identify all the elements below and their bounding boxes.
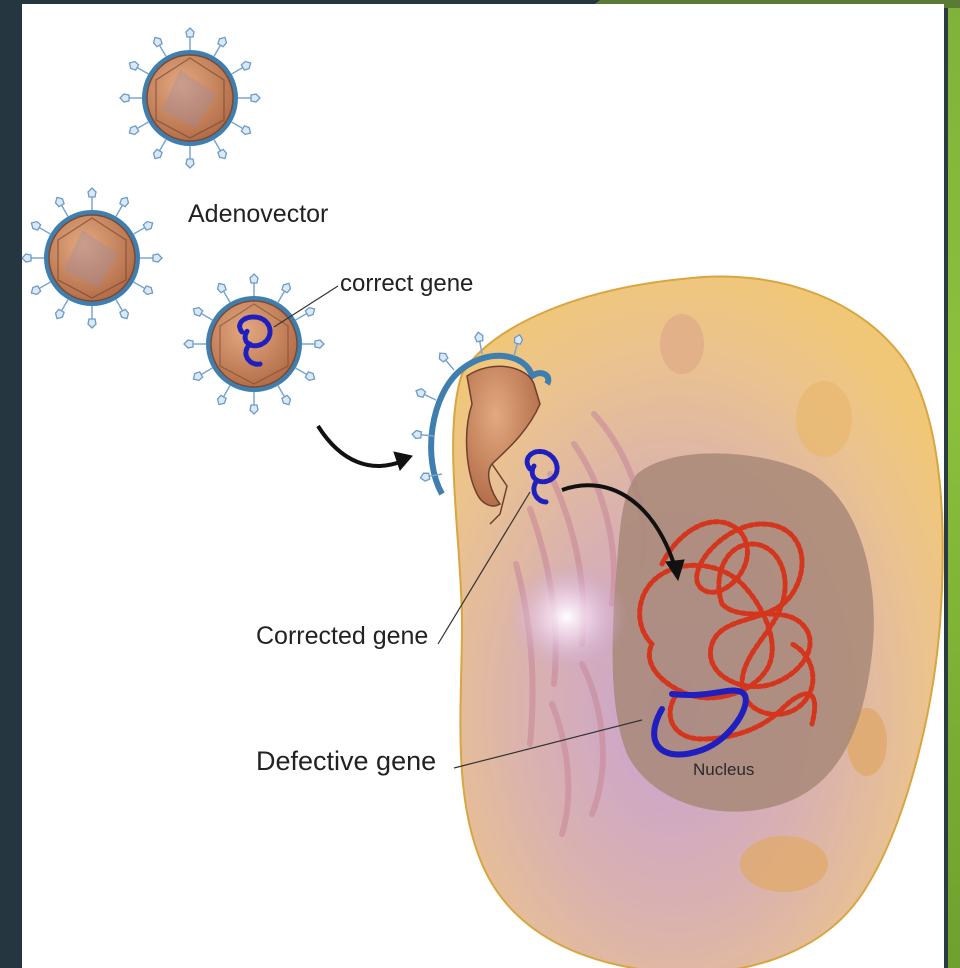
nucleus bbox=[613, 453, 874, 811]
adenovector-virus bbox=[22, 188, 162, 328]
diagram-canvas bbox=[22, 4, 944, 968]
correct-gene-label: correct gene bbox=[340, 270, 473, 298]
adenovector-virus bbox=[120, 28, 260, 168]
green-accent-bar bbox=[948, 0, 960, 968]
entry-arrow bbox=[318, 426, 412, 470]
left-frame bbox=[0, 0, 22, 968]
organelle bbox=[796, 381, 852, 457]
organelle bbox=[740, 836, 828, 892]
corrected-gene-label: Corrected gene bbox=[256, 622, 428, 651]
gene-therapy-diagram: Adenovector correct gene Corrected gene … bbox=[22, 4, 944, 968]
nucleus-label: Nucleus bbox=[693, 760, 754, 780]
centrosome-glow bbox=[507, 562, 627, 672]
adenovector-label: Adenovector bbox=[188, 200, 328, 229]
defective-gene-label: Defective gene bbox=[256, 746, 436, 777]
adenovector-with-gene bbox=[184, 274, 324, 414]
organelle bbox=[660, 314, 704, 374]
